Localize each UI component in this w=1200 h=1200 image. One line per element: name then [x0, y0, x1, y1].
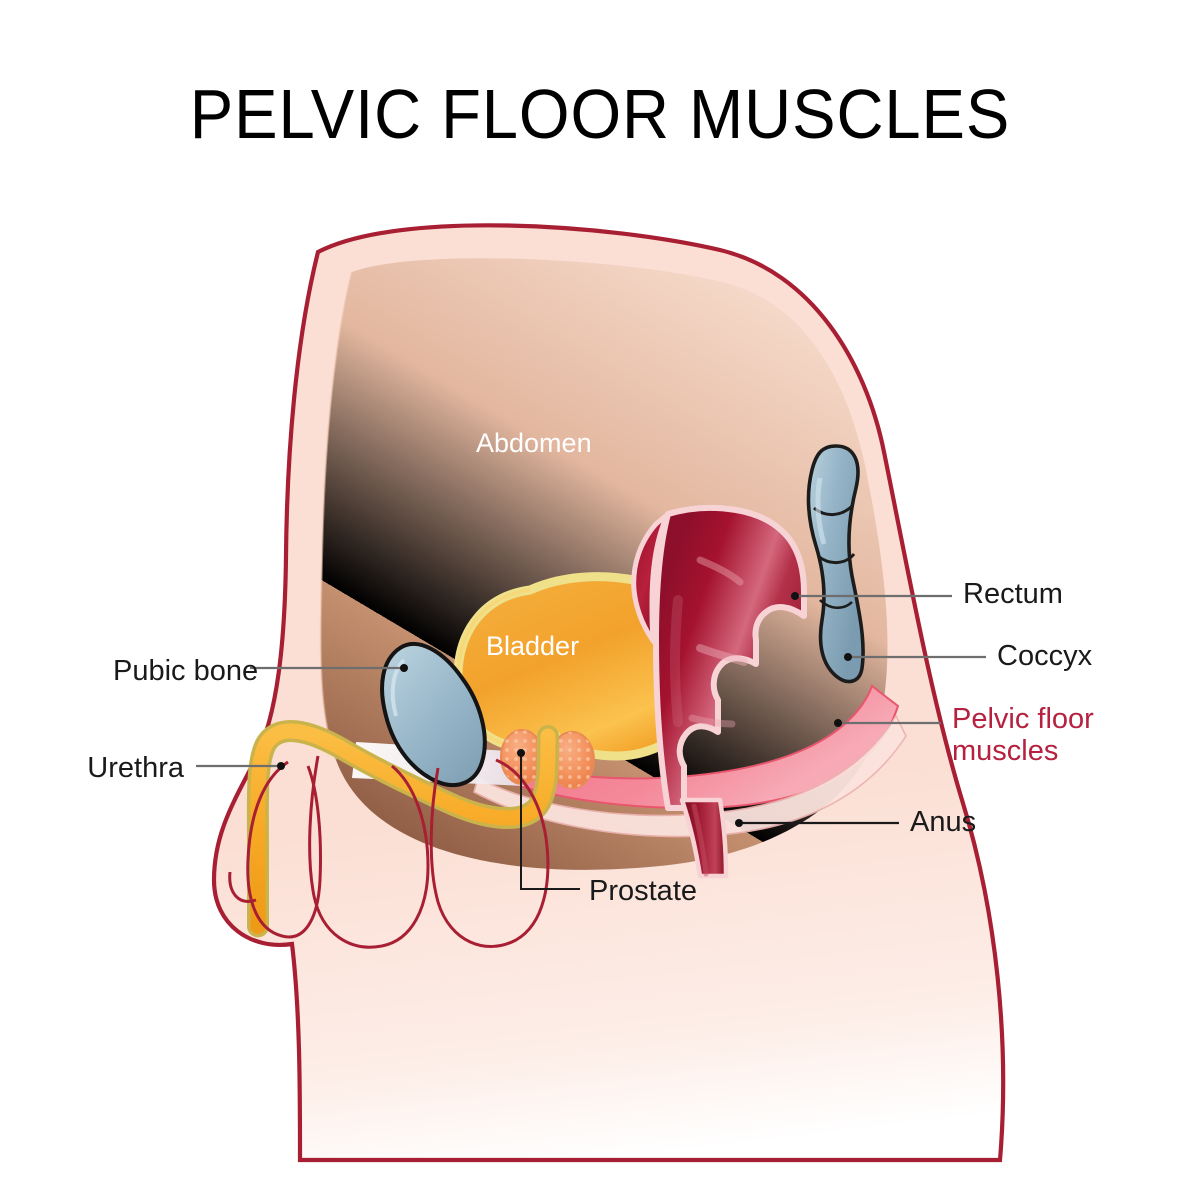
label-bladder: Bladder: [486, 631, 580, 661]
dot-pubic-bone: [400, 664, 408, 672]
urethra-structure: [246, 720, 559, 938]
dot-rectum: [791, 592, 799, 600]
label-urethra: Urethra: [87, 752, 184, 784]
leader-prostate: [520, 753, 580, 890]
dot-pelvic-floor: [834, 719, 842, 727]
label-pelvic-floor-line2: muscles: [952, 735, 1059, 768]
label-coccyx: Coccyx: [997, 640, 1093, 672]
label-abdomen: Abdomen: [476, 428, 592, 458]
prostate-structure: [500, 729, 595, 789]
label-pelvic-floor-muscles: Pelvic floor muscles: [952, 703, 1094, 768]
rectum-structure: [631, 504, 807, 879]
dot-coccyx: [844, 653, 852, 661]
dot-anus: [735, 819, 743, 827]
callout-dots: [277, 592, 852, 827]
external-genitalia: [228, 755, 550, 949]
pubic-bone-structure: [380, 642, 487, 788]
dot-prostate: [517, 749, 525, 757]
coccyx-structure: [806, 444, 865, 684]
label-anus: Anus: [910, 806, 977, 838]
page-title: PELVIC FLOOR MUSCLES: [189, 75, 1011, 153]
label-pubic-bone: Pubic bone: [113, 655, 259, 687]
label-pelvic-floor-line1: Pelvic floor: [952, 703, 1094, 735]
callout-leader-lines: [196, 594, 986, 890]
label-rectum: Rectum: [963, 578, 1063, 610]
dot-urethra: [277, 762, 285, 770]
label-prostate: Prostate: [589, 875, 697, 907]
